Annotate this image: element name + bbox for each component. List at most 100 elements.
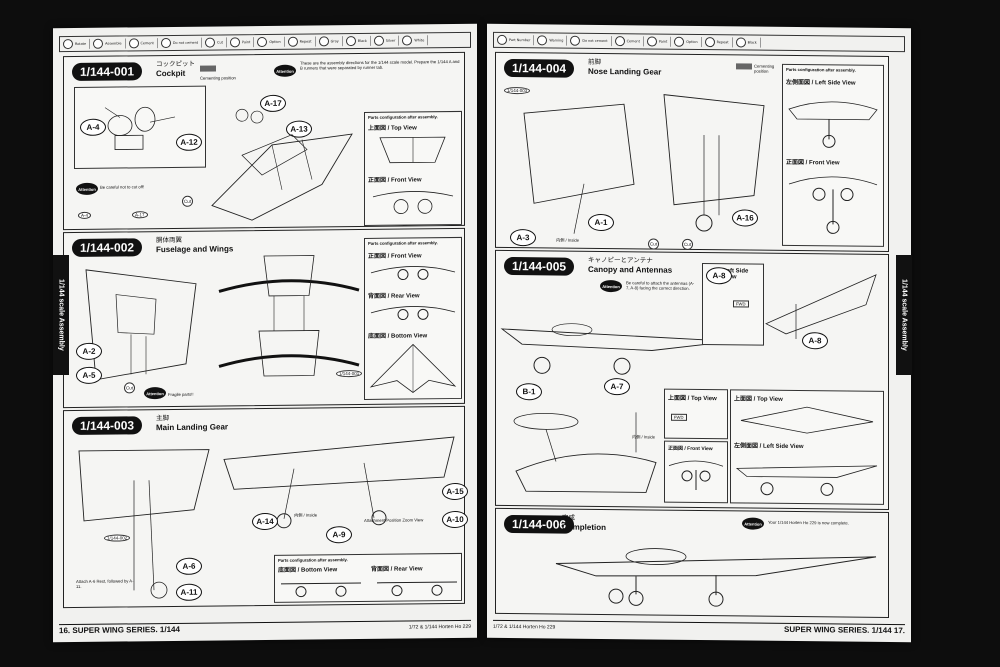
front-view-label: 正面図 / Front View	[368, 177, 422, 184]
left-view-drawing	[735, 465, 878, 496]
legend-symbol-icon	[160, 37, 171, 49]
legend-bar-right: Part Number Warning Do not cement Cement…	[493, 31, 905, 53]
legend-item: Cement	[128, 38, 158, 49]
attention-badge: Attention	[274, 64, 296, 77]
step-title-en: Cockpit	[156, 68, 186, 79]
rear-view-drawing	[370, 306, 456, 321]
legend-label: Repeat	[299, 39, 312, 44]
legend-item: Assemble	[93, 38, 126, 49]
legend-symbol-icon	[735, 37, 746, 48]
legend-label: Do not cement	[582, 38, 608, 44]
legend-label: Option	[269, 39, 281, 44]
legend-item: Repeat	[704, 37, 733, 48]
part-callout: A-15	[442, 482, 468, 501]
legend-label: Cement	[140, 41, 154, 46]
step-title-en: Canopy and Antennas	[588, 264, 673, 275]
inside-label: 内側 / Inside	[632, 434, 656, 440]
legend-symbol-icon	[93, 38, 104, 49]
legend-symbol-icon	[63, 39, 73, 50]
left-view-label: 左側面図 / Left Side View	[786, 79, 856, 87]
fuselage-wing-assembly-drawing	[218, 255, 360, 377]
legend-item: Repeat	[287, 36, 316, 47]
legend-label: Part Number	[509, 38, 531, 43]
bottom-view-label: 底面図 / Bottom View	[368, 333, 428, 340]
legend-symbol-icon	[229, 37, 240, 48]
part-callout: A-9	[326, 526, 352, 544]
cement-label: Cementing position	[754, 63, 775, 74]
step-note: These are the assembly directions for th…	[300, 58, 460, 71]
attention-badge: Attention	[76, 182, 98, 195]
legend-label: Cut	[217, 40, 223, 45]
bottom-view-drawing	[369, 343, 457, 393]
legend-symbol-icon	[704, 37, 715, 48]
legend-label: Black	[747, 40, 757, 45]
legend-label: Warning	[549, 38, 564, 43]
left-side-box: Left Side View A-8 FWD	[702, 263, 764, 346]
attention-badge: Attention	[742, 517, 764, 530]
main-gear-left-drawing	[78, 449, 210, 599]
top-view-drawing	[379, 136, 446, 164]
config-header: Parts configuration after assembly.	[368, 240, 438, 246]
cut-icon: Cut	[124, 382, 135, 394]
cut-icon: Cut	[682, 238, 693, 250]
legend-label: Paint	[658, 39, 668, 44]
legend-item: Cement	[614, 36, 644, 47]
step-number-badge: 1/144-005	[504, 256, 575, 276]
page-footer-left: 16. SUPER WING SERIES. 1/144 1/72 & 1/14…	[59, 619, 471, 637]
legend-label: Rotate	[75, 41, 87, 46]
step-title-en: Completion	[562, 522, 606, 533]
parts-config-box: Parts configuration after assembly. 底面図 …	[274, 552, 462, 603]
step-number-badge: 1/144-002	[72, 238, 143, 258]
legend-item: Gray	[318, 36, 343, 47]
legend-label: Paint	[241, 40, 251, 45]
legend-label: Black	[357, 38, 367, 44]
legend-item: Paint	[646, 36, 672, 47]
legend-label: Cement	[626, 39, 640, 44]
side-tab-right: 1/144 scale Assembly	[896, 255, 912, 375]
page-footer-right: 1/72 & 1/144 Horten Ho 229 SUPER WING SE…	[493, 619, 905, 637]
part-callout: A-8	[706, 267, 732, 285]
part-callout: A-16	[732, 209, 758, 227]
footer-series: SUPER WING SERIES. 1/144 17.	[784, 625, 905, 635]
parts-config-box: 上面図 / Top View 左側面図 / Left Side View	[730, 389, 884, 505]
legend-symbol-icon	[373, 35, 384, 46]
legend-symbol-icon	[287, 36, 298, 47]
footer-series: 16. SUPER WING SERIES. 1/144	[59, 625, 180, 635]
legend-symbol-icon	[646, 36, 657, 47]
legend-label: Do not cement	[172, 40, 199, 45]
legend-label: Silver	[385, 38, 396, 43]
legend-bar-left: Rotate Assemble Cement Do not cement Cut…	[59, 31, 471, 53]
legend-symbol-icon	[318, 36, 329, 47]
attach-zoom-label: Attachment Position Zoom View	[364, 517, 424, 523]
cockpit-parts-drawing	[104, 106, 176, 150]
top-view-drawing	[740, 406, 874, 434]
legend-item: White	[402, 35, 429, 46]
part-callout: A-10	[442, 510, 468, 529]
part-callout: A-3	[510, 229, 536, 247]
part-ref-label: A-4	[78, 211, 92, 219]
page-number: 16.	[59, 626, 71, 636]
part-callout: A-8	[802, 332, 828, 350]
cut-icon: Cut	[648, 238, 659, 250]
front-view-box: 正面図 / Front View	[664, 440, 728, 504]
legend-item: Option	[674, 36, 702, 48]
legend-label: Assemble	[105, 41, 122, 46]
cement-label: Cementing position	[200, 75, 236, 81]
legend-symbol-icon	[614, 36, 625, 47]
legend-item: Do not cement	[570, 35, 612, 47]
legend-item: Do not cement	[160, 37, 203, 49]
fwd-label: FWD	[733, 300, 749, 308]
right-page: Part Number Warning Do not cement Cement…	[487, 23, 911, 643]
footer-model: 1/72 & 1/144 Horten Ho 229	[408, 623, 471, 630]
step-title-en: Nose Landing Gear	[588, 66, 662, 77]
legend-item: Paint	[229, 37, 255, 48]
side-tab-left: 1/144 scale Assembly	[53, 255, 69, 375]
left-page: Rotate Assemble Cement Do not cement Cut…	[53, 23, 477, 643]
legend-symbol-icon	[674, 36, 685, 47]
